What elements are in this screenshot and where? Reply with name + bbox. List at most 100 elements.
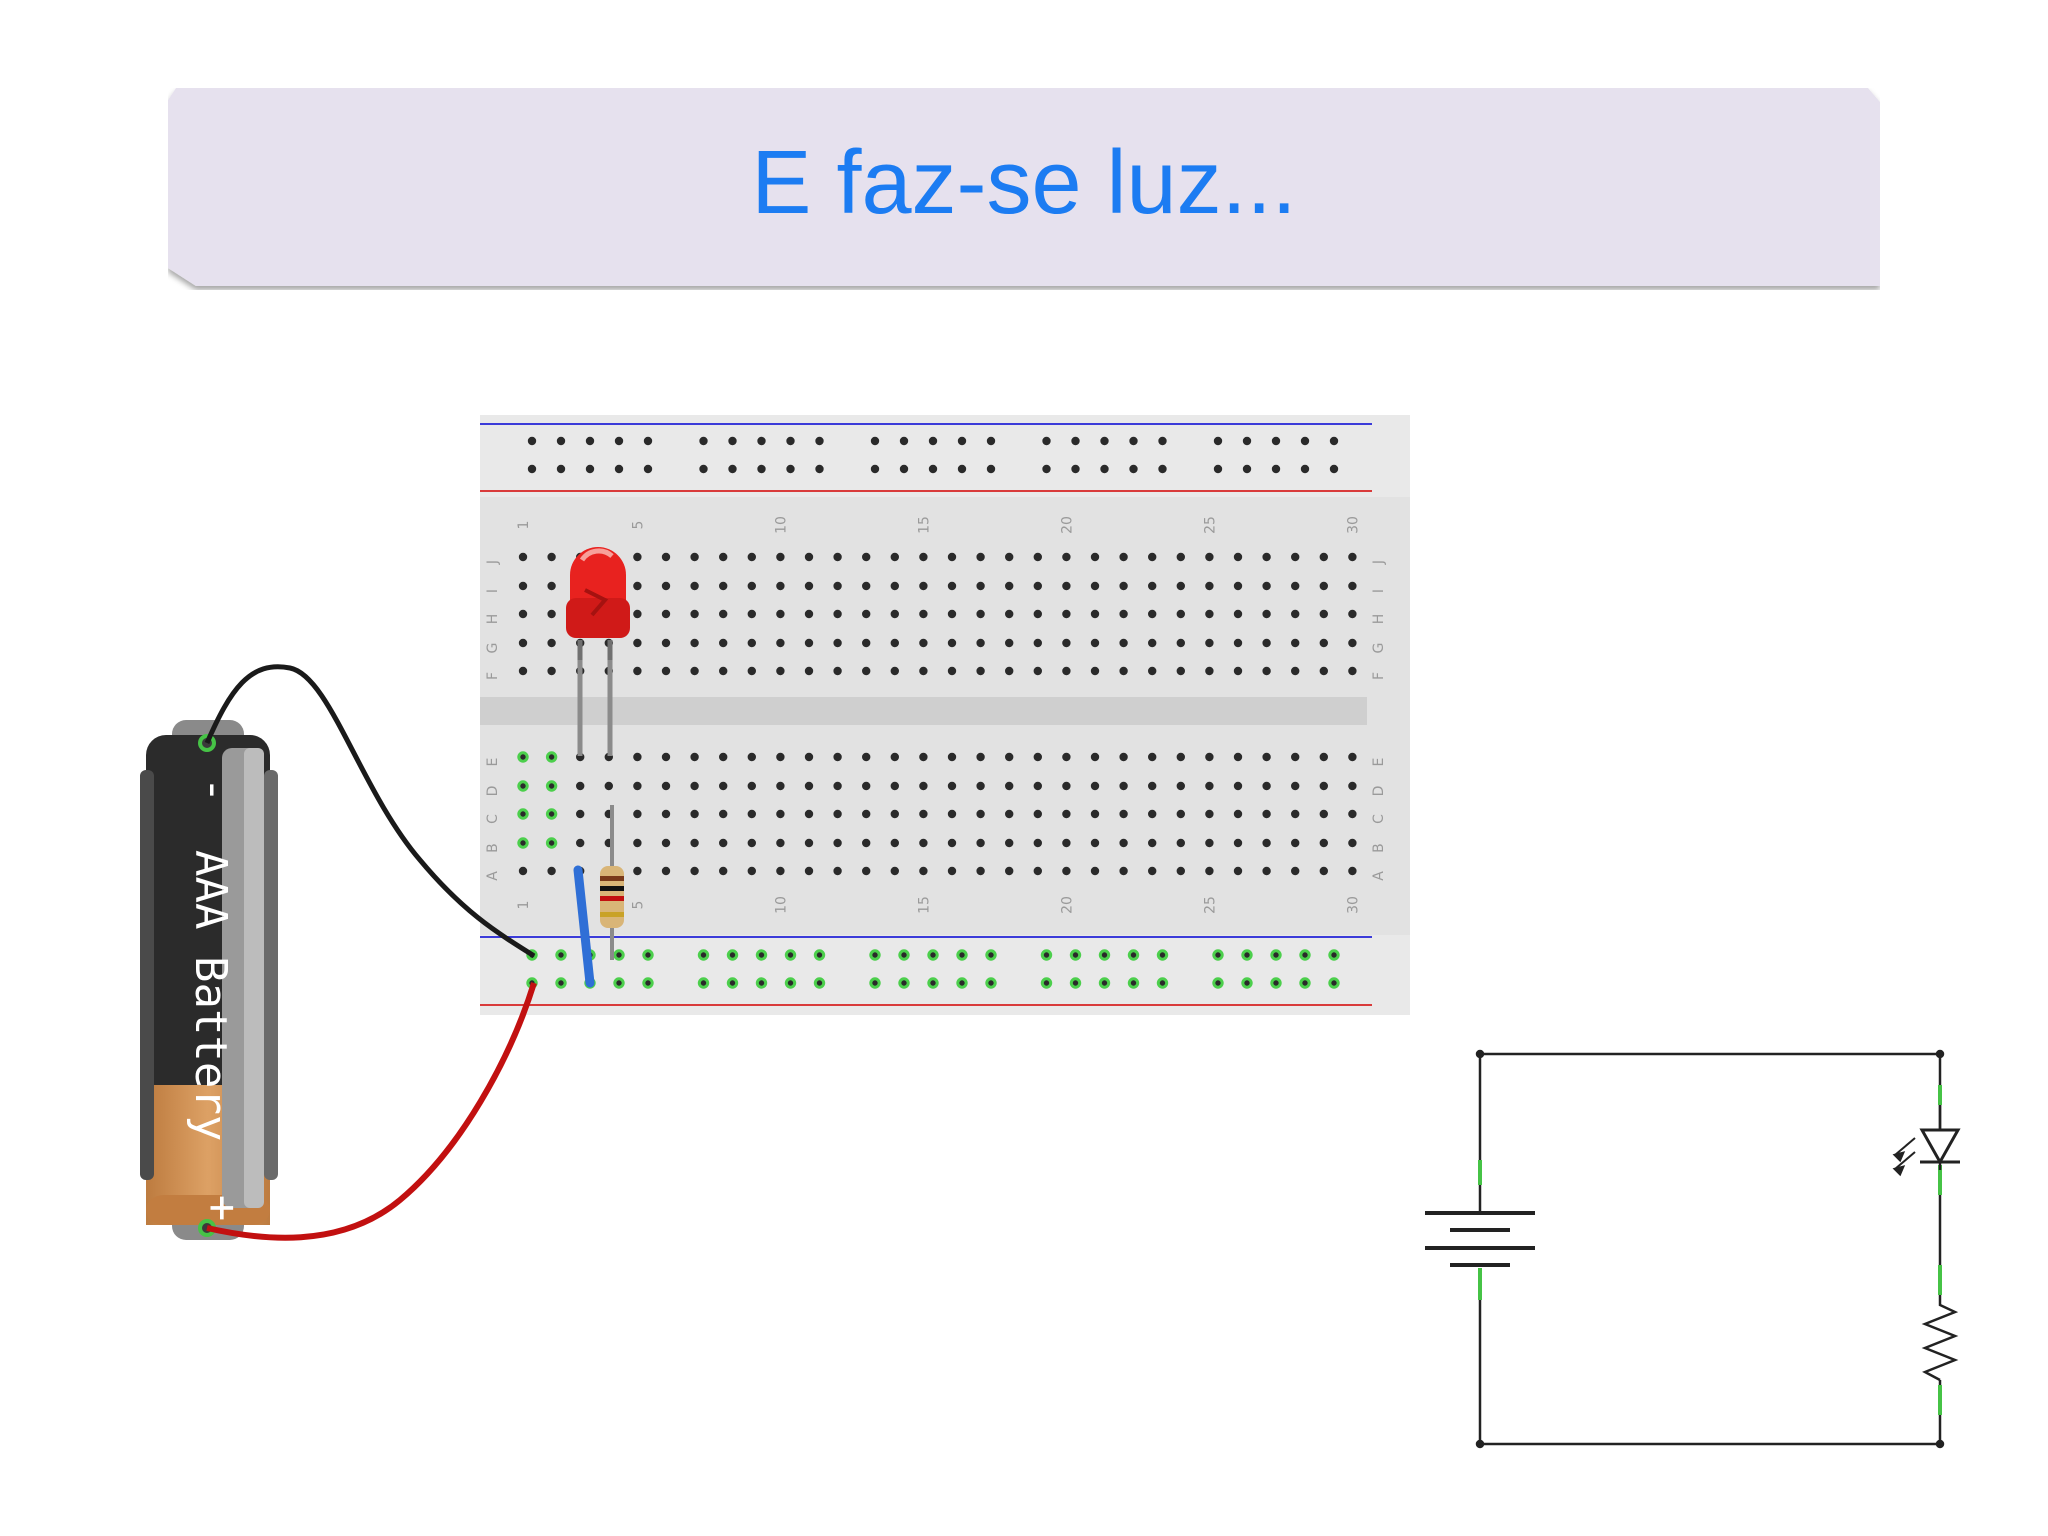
- breadboard-hole: [1319, 666, 1329, 676]
- rail-hole: [585, 464, 595, 474]
- breadboard-hole: [890, 666, 899, 676]
- breadboard-hole: [890, 581, 899, 591]
- breadboard-hole: [517, 808, 529, 820]
- rail-hole: [1156, 977, 1169, 989]
- column-label: 30: [1345, 896, 1361, 914]
- rail-hole: [1127, 977, 1140, 989]
- column-label: 1: [516, 521, 532, 530]
- breadboard-hole: [1233, 609, 1243, 619]
- rail-hole: [642, 977, 654, 989]
- breadboard-hole: [1348, 838, 1357, 848]
- column-label: 15: [916, 516, 932, 534]
- breadboard-hole: [862, 638, 871, 648]
- breadboard-hole: [1348, 866, 1357, 876]
- schematic-battery-symbol: [1425, 1185, 1535, 1267]
- rail-hole: [643, 464, 653, 474]
- rail-hole: [1300, 436, 1310, 446]
- breadboard-hole: [719, 752, 728, 762]
- row-label: E: [485, 758, 501, 767]
- breadboard-hole: [890, 609, 899, 619]
- title-banner-shape: [168, 88, 1880, 286]
- rail-hole: [1241, 977, 1253, 989]
- breadboard-hole: [633, 809, 642, 819]
- breadboard-hole: [1176, 666, 1186, 676]
- breadboard-hole: [947, 866, 957, 876]
- breadboard-hole: [545, 751, 558, 763]
- breadboard-hole: [1319, 809, 1329, 819]
- breadboard-hole: [804, 552, 814, 562]
- breadboard-hole: [947, 609, 957, 619]
- column-label: 10: [773, 896, 789, 914]
- rail-hole: [1213, 436, 1223, 446]
- breadboard-hole: [661, 809, 671, 819]
- breadboard-hole: [1033, 752, 1043, 762]
- breadboard-hole: [1291, 809, 1300, 819]
- breadboard-hole: [919, 866, 928, 876]
- breadboard-hole: [1262, 638, 1271, 648]
- breadboard-hole: [747, 866, 756, 876]
- battery-negative-symbol: -: [189, 777, 240, 804]
- breadboard-hole: [1005, 666, 1014, 676]
- rail-hole: [815, 436, 824, 446]
- breadboard-hole: [947, 809, 957, 819]
- rail-hole: [556, 436, 566, 446]
- breadboard-hole: [776, 666, 785, 676]
- breadboard-hole: [1119, 752, 1128, 762]
- breadboard-hole: [1205, 781, 1214, 791]
- breadboard-hole: [1005, 752, 1014, 762]
- breadboard-hole: [719, 781, 728, 791]
- breadboard-hole: [1262, 866, 1271, 876]
- rail-hole: [757, 464, 766, 474]
- breadboard-hole: [690, 809, 699, 819]
- rail-hole: [1158, 436, 1167, 446]
- rail-hole: [1329, 464, 1339, 474]
- breadboard-hole: [776, 838, 785, 848]
- breadboard-hole: [976, 866, 985, 876]
- rail-hole: [614, 464, 624, 474]
- breadboard-hole: [1348, 752, 1357, 762]
- breadboard-hole: [747, 809, 756, 819]
- breadboard-hole: [1062, 638, 1071, 648]
- breadboard-hole: [947, 552, 957, 562]
- breadboard-hole: [1233, 638, 1243, 648]
- breadboard-hole: [1148, 752, 1157, 762]
- rail-hole: [726, 977, 739, 989]
- breadboard-hole: [862, 552, 871, 562]
- breadboard-hole: [976, 809, 985, 819]
- rail-hole: [815, 464, 824, 474]
- breadboard-hole: [1148, 609, 1157, 619]
- row-label: H: [1371, 614, 1387, 625]
- row-label: J: [1371, 560, 1387, 565]
- breadboard-hole: [633, 866, 642, 876]
- breadboard-hole: [518, 866, 528, 876]
- breadboard-hole: [804, 638, 814, 648]
- breadboard-hole: [1291, 781, 1300, 791]
- breadboard-hole: [547, 581, 556, 591]
- breadboard-hole: [719, 609, 728, 619]
- row-label: B: [1371, 843, 1387, 853]
- rail-hole: [614, 436, 624, 446]
- breadboard-hole: [545, 780, 558, 792]
- breadboard-hole: [776, 752, 785, 762]
- breadboard-hole: [518, 638, 528, 648]
- rail-hole: [1127, 949, 1140, 961]
- rail-hole: [957, 436, 967, 446]
- breadboard-hole: [890, 838, 899, 848]
- breadboard-hole: [1062, 752, 1071, 762]
- breadboard-hole: [747, 838, 756, 848]
- rail-hole: [986, 436, 996, 446]
- breadboard-hole: [833, 552, 842, 562]
- rail-hole: [613, 977, 625, 989]
- breadboard-hole: [633, 609, 642, 619]
- breadboard-hole: [719, 809, 728, 819]
- breadboard-hole: [1262, 809, 1271, 819]
- breadboard-hole: [776, 609, 785, 619]
- breadboard-hole: [976, 752, 985, 762]
- breadboard-hole: [1005, 552, 1014, 562]
- breadboard-hole: [890, 781, 899, 791]
- breadboard-hole: [547, 552, 556, 562]
- breadboard-hole: [1033, 609, 1043, 619]
- rail-hole: [1069, 977, 1082, 989]
- rail-hole: [870, 464, 880, 474]
- row-label: C: [1371, 814, 1387, 824]
